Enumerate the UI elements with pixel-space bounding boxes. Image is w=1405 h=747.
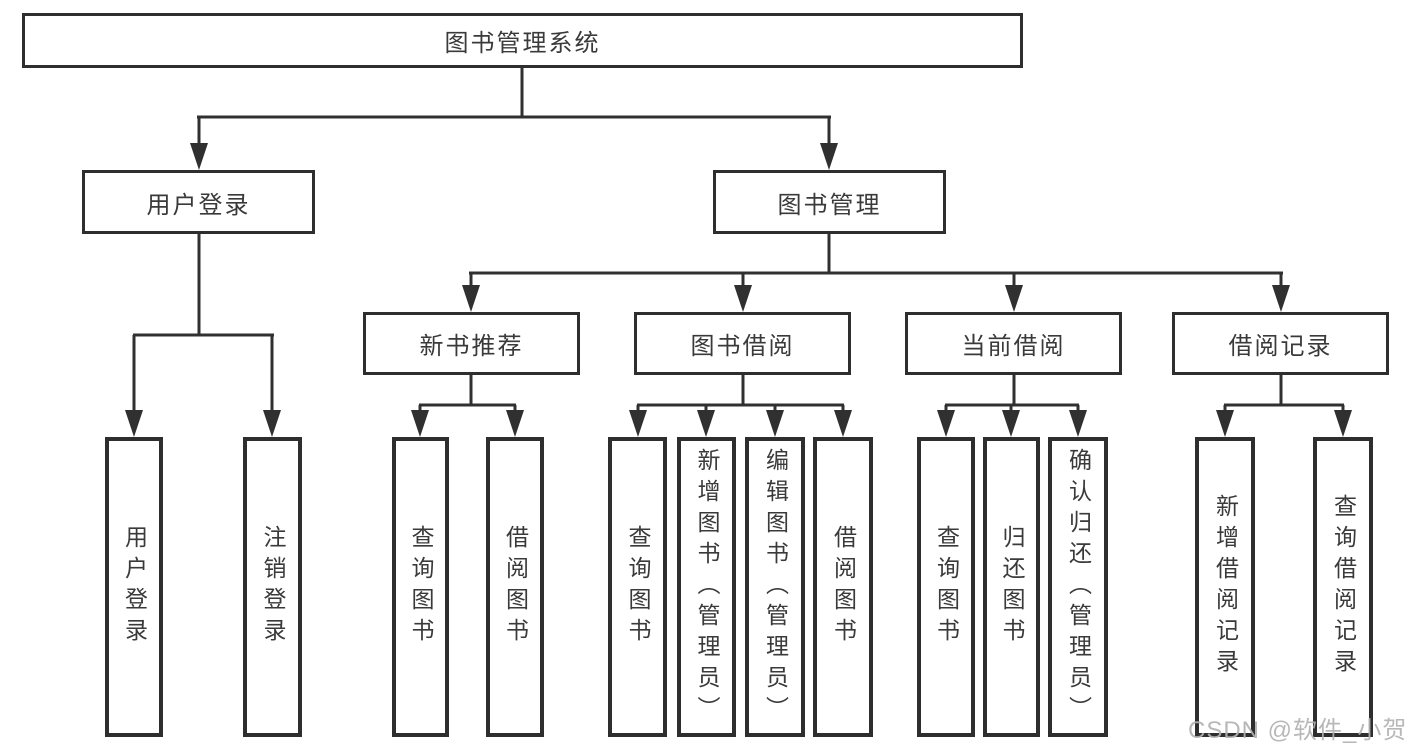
node-borrow-borrow-books: 借阅图书 xyxy=(813,437,873,737)
node-recommend-query-books: 查询图书 xyxy=(392,437,449,737)
node-borrow-records: 借阅记录 xyxy=(1172,312,1389,375)
node-current-query-books: 查询图书 xyxy=(917,437,975,737)
node-current-borrow: 当前借阅 xyxy=(905,312,1122,375)
node-user-login: 用户登录 xyxy=(82,170,315,234)
node-borrow-query-books: 查询图书 xyxy=(608,437,667,737)
csdn-watermark: CSDN @软件_小贺同学 xyxy=(1188,717,1405,744)
node-book-management: 图书管理 xyxy=(713,170,946,234)
node-borrow-add-books-admin: 新增图书（管理员） xyxy=(677,437,736,737)
node-current-return-books: 归还图书 xyxy=(983,437,1040,737)
node-current-confirm-return-admin: 确认归还（管理员） xyxy=(1048,437,1108,737)
node-login-user-login: 用户登录 xyxy=(105,437,163,737)
node-library-system: 图书管理系统 xyxy=(22,13,1023,68)
node-new-book-recommend: 新书推荐 xyxy=(363,312,580,375)
node-records-query-record: 查询借阅记录 xyxy=(1313,437,1373,737)
node-login-logout: 注销登录 xyxy=(243,437,302,737)
node-book-borrow: 图书借阅 xyxy=(634,312,851,375)
node-borrow-edit-books-admin: 编辑图书（管理员） xyxy=(745,437,805,737)
node-records-add-record: 新增借阅记录 xyxy=(1195,437,1255,737)
node-recommend-borrow-books: 借阅图书 xyxy=(486,437,544,737)
